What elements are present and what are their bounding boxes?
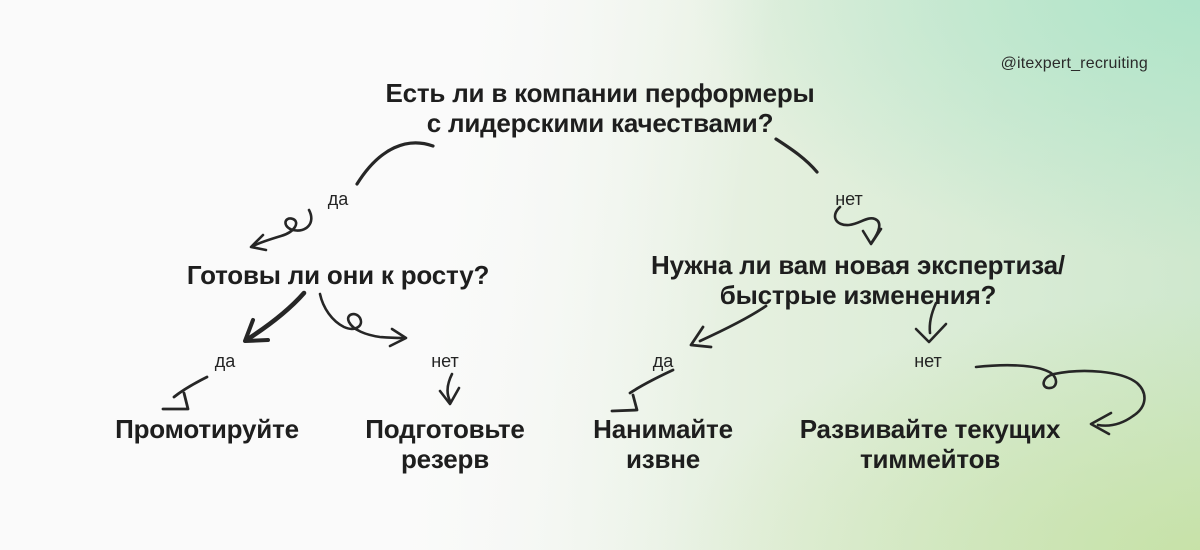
arrow-qleft-to-no-squiggle-head xyxy=(388,327,408,348)
arrow-qleft-to-no-squiggle xyxy=(318,292,406,340)
arrow-no-right-swoop-head xyxy=(1089,411,1113,436)
arrow-qright-to-yes-head xyxy=(689,325,713,349)
right-question-line1: Нужна ли вам новая экспертиза/ xyxy=(651,250,1065,280)
answer-promote: Промотируйте xyxy=(115,414,299,444)
answer-hire-external-line1: Нанимайте xyxy=(593,414,733,444)
answer-hire-external-line2: извне xyxy=(625,444,701,474)
answer-prepare-reserve: Подготовьте резерв xyxy=(365,414,525,474)
arrow-root-to-right-arc xyxy=(774,137,819,174)
arrow-qright-to-no-small xyxy=(928,301,938,335)
answer-hire-external: Нанимайте извне xyxy=(593,414,733,474)
answer-prepare-reserve-line1: Подготовьте xyxy=(365,414,525,444)
left-question: Готовы ли они к росту? xyxy=(186,260,490,290)
label-yes-right: да xyxy=(652,351,674,371)
arrow-yes-right-hook-head xyxy=(610,393,639,413)
arrow-yes-left-hook-head xyxy=(161,391,190,411)
arrow-qright-to-yes xyxy=(698,304,768,343)
arrow-no-right-swoop xyxy=(974,363,1146,427)
arrow-no-left-small-down-head xyxy=(438,386,461,406)
right-question: Нужна ли вам новая экспертиза/ быстрые и… xyxy=(651,250,1065,310)
arrow-yes-right-hook xyxy=(628,368,675,395)
right-question-line2: быстрые изменения? xyxy=(719,280,997,310)
arrow-yes-left-hook xyxy=(172,375,209,399)
watermark-handle: @itexpert_recruiting xyxy=(1000,55,1148,72)
arrow-left-yes-curl xyxy=(251,208,313,248)
answer-prepare-reserve-line2: резерв xyxy=(400,444,490,474)
answer-develop-teammates: Развивайте текущих тиммейтов xyxy=(800,414,1061,474)
label-no-left: нет xyxy=(431,351,459,371)
arrow-qright-to-no-small-head xyxy=(914,322,948,344)
root-question-line1: Есть ли в компании перформеры xyxy=(385,78,815,108)
root-question-line2: с лидерскими качествами? xyxy=(426,108,774,138)
answer-develop-teammates-line2: тиммейтов xyxy=(859,444,1001,474)
arrow-root-to-left-arc xyxy=(355,141,435,186)
arrow-qleft-to-yes-thick-head xyxy=(243,318,270,343)
arrow-qleft-to-yes-thick xyxy=(245,290,307,342)
answer-promote-line1: Промотируйте xyxy=(115,414,299,444)
label-no-right: нет xyxy=(914,351,942,371)
label-yes-left: да xyxy=(214,351,236,371)
root-question: Есть ли в компании перформеры с лидерски… xyxy=(385,78,814,138)
answer-develop-teammates-line1: Развивайте текущих xyxy=(799,414,1061,444)
arrow-no-left-small-down xyxy=(446,372,454,403)
label-no-root-right: нет xyxy=(835,189,863,209)
arrow-right-no-curl xyxy=(833,205,881,244)
arrow-left-yes-curl-head xyxy=(249,233,268,252)
label-yes-root-left: да xyxy=(327,189,349,209)
arrow-right-no-curl-head xyxy=(861,227,883,246)
